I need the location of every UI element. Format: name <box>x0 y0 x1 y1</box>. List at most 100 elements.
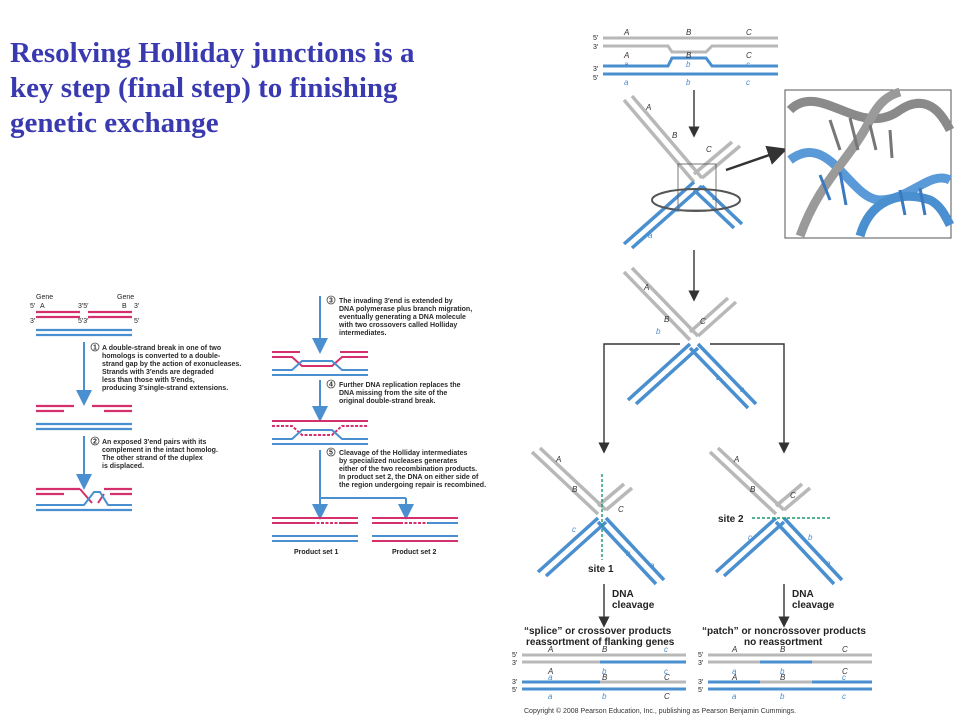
prime-break-bottom: 5′3′ <box>78 318 89 325</box>
pr-c3: c <box>842 673 846 682</box>
pl-a3: a <box>548 673 553 682</box>
gene-B-mid: B <box>686 51 692 60</box>
s2-gene-C: C <box>790 491 796 500</box>
s2-gene-a: a <box>826 559 831 568</box>
pr-A1: A <box>731 645 737 654</box>
s1-gene-B: B <box>572 485 578 494</box>
prime-break-top: 3′5′ <box>78 303 89 310</box>
pl-b4: b <box>602 692 607 701</box>
pr-prime-3b: 3′ <box>698 679 704 686</box>
s2-gene-A: A <box>733 455 739 464</box>
cleavage-right-line-2: cleavage <box>792 600 835 611</box>
splice-products: 5′ 3′ 3′ 5′ A B c A b c a B C a b C <box>512 645 686 701</box>
copyright-notice: Copyright © 2008 Pearson Education, Inc.… <box>524 707 796 715</box>
s1-gene-c: c <box>572 525 576 534</box>
step5-line-5: the region undergoing repair is recombin… <box>339 482 486 489</box>
x2-gene-a: a <box>740 385 745 394</box>
gene-a-mid: a <box>624 60 629 69</box>
prime-3-top: 3′ <box>30 318 36 325</box>
step3-line-5: intermediates. <box>339 330 387 337</box>
cleavage-right-line-1: DNA <box>792 589 814 600</box>
pl-prime-5a: 5′ <box>512 652 518 659</box>
pl-B3: B <box>602 673 608 682</box>
patch-products: 5′ 3′ 3′ 5′ A B C a b C A B c a b c <box>698 645 872 701</box>
holliday-x-2: A B C b c a <box>622 266 758 410</box>
prime-3-b: 3′ <box>593 66 599 73</box>
gene-C-mid: C <box>746 51 752 60</box>
gene-A-mid: A <box>623 51 629 60</box>
gene-c-bot: c <box>746 78 750 87</box>
step4-line-2: DNA missing from the site of the <box>339 390 447 397</box>
s1-gene-a: a <box>650 561 655 570</box>
step4-line-1: Further DNA replication replaces the <box>339 382 461 389</box>
cleavage-left-line-1: DNA <box>612 589 634 600</box>
pr-C1: C <box>842 645 848 654</box>
pl-prime-3b: 3′ <box>512 679 518 686</box>
s2-gene-b: b <box>808 533 813 542</box>
title-line-3: genetic exchange <box>10 107 219 139</box>
step2-line-2: complement in the intact homolog. <box>102 447 218 454</box>
step1-number: 1 <box>93 345 97 352</box>
step4-line-3: original double-strand break. <box>339 398 436 405</box>
gene-A-top: A <box>623 28 629 37</box>
pl-prime-3a: 3′ <box>512 660 518 667</box>
step2-number: 2 <box>93 439 97 446</box>
pl-A2: A <box>547 667 553 676</box>
pr-prime-3a: 3′ <box>698 660 704 667</box>
prime-3-a: 3′ <box>593 44 599 51</box>
step2-line-1: An exposed 3′end pairs with its <box>102 439 206 446</box>
pr-C2: C <box>842 667 848 676</box>
x2-gene-c: c <box>716 373 720 382</box>
step2-line-4: is displaced. <box>102 463 144 470</box>
s2-gene-B: B <box>750 485 756 494</box>
cleavage-left-line-2: cleavage <box>612 600 655 611</box>
gene-b-mid: b <box>686 60 691 69</box>
right-figure: 5′ 3′ 3′ 5′ A B C A B C a b c a b c <box>512 28 955 715</box>
holliday-x-site2: A B C c b a site 2 <box>708 446 844 586</box>
step3-line-4: with two crossovers called Holliday <box>338 322 457 329</box>
gene-C-top: C <box>746 28 752 37</box>
pr-A3: A <box>731 673 737 682</box>
step2-line-3: The other strand of the duplex <box>102 455 203 462</box>
gene-b-bot: b <box>686 78 691 87</box>
step5-line-4: In product set 2, the DNA on either side… <box>339 474 479 481</box>
gene-a-label: Gene <box>36 294 53 301</box>
step4-number: 4 <box>329 382 333 389</box>
x2-gene-A: A <box>643 283 649 292</box>
step3-line-3: eventually generating a DNA molecule <box>339 314 466 321</box>
prime-5-b: 5′ <box>593 75 599 82</box>
step1-line-6: producing 3′single-strand extensions. <box>102 385 228 392</box>
left-figure: Gene A Gene B 5′ 3′ 3′5′ 5′3′ 3′ 5′ 1 A … <box>30 294 241 512</box>
helix-inset-image <box>784 87 955 239</box>
step3-line-1: The invading 3′end is extended by <box>339 298 453 305</box>
x2-gene-B: B <box>664 315 670 324</box>
step1-line-4: Strands with 3′ends are degraded <box>102 369 214 376</box>
pl-c1: c <box>664 645 668 654</box>
x2-gene-b: b <box>656 327 661 336</box>
gene-b-letter: B <box>122 303 127 310</box>
step1-line-1: A double-strand break in one of two <box>102 345 221 352</box>
holliday-x-1: A B C b c a <box>622 94 744 250</box>
gene-b-label: Gene <box>117 294 134 301</box>
product-set-2-label: Product set 2 <box>392 549 436 556</box>
gene-a-bot: a <box>624 78 629 87</box>
patch-line-1: “patch” or noncrossover products <box>702 626 866 637</box>
s1-gene-A: A <box>555 455 561 464</box>
x1-gene-B: B <box>672 131 678 140</box>
gene-B-top: B <box>686 28 692 37</box>
x1-gene-C: C <box>706 145 712 154</box>
step3-number: 3 <box>329 298 333 305</box>
x1-gene-A: A <box>645 103 651 112</box>
pl-A1: A <box>547 645 553 654</box>
x1-gene-b: b <box>676 205 681 214</box>
step5-line-1: Cleavage of the Holliday intermediates <box>339 450 467 457</box>
pr-prime-5a: 5′ <box>698 652 704 659</box>
x2-gene-C: C <box>700 317 706 326</box>
gene-a-letter: A <box>40 303 45 310</box>
holliday-x-site1: A B C c b a site 1 <box>530 446 666 586</box>
step3-line-2: DNA polymerase plus branch migration, <box>339 306 472 313</box>
title-line-1: Resolving Holliday junctions is a <box>10 37 415 69</box>
pr-c4: c <box>842 692 846 701</box>
step1-line-5: less than those with 5′ends, <box>102 377 195 384</box>
